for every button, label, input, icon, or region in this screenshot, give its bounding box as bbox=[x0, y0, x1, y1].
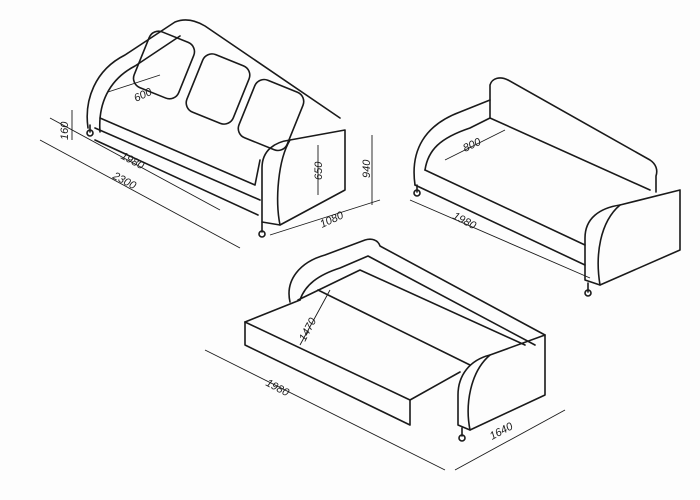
dim-bed-width: 1470 bbox=[297, 315, 319, 343]
dim-seat-depth: 800 bbox=[461, 136, 484, 155]
sofa-bed-unfolded: 1470 1980 1640 bbox=[204, 238, 566, 471]
dim-overall-height: 940 bbox=[361, 159, 373, 178]
sofa-open-back: 800 1980 bbox=[409, 77, 681, 297]
dim-seat-length: 1980 bbox=[119, 150, 147, 172]
dim-cushion-width: 600 bbox=[132, 86, 155, 105]
dim-arm-height: 650 bbox=[313, 161, 325, 180]
sofa-closed-with-cushions bbox=[39, 19, 381, 249]
dim-leg-height: 160 bbox=[59, 121, 71, 140]
dim-overall-length: 2300 bbox=[110, 170, 139, 193]
dim-bed-length: 1980 bbox=[264, 377, 292, 399]
